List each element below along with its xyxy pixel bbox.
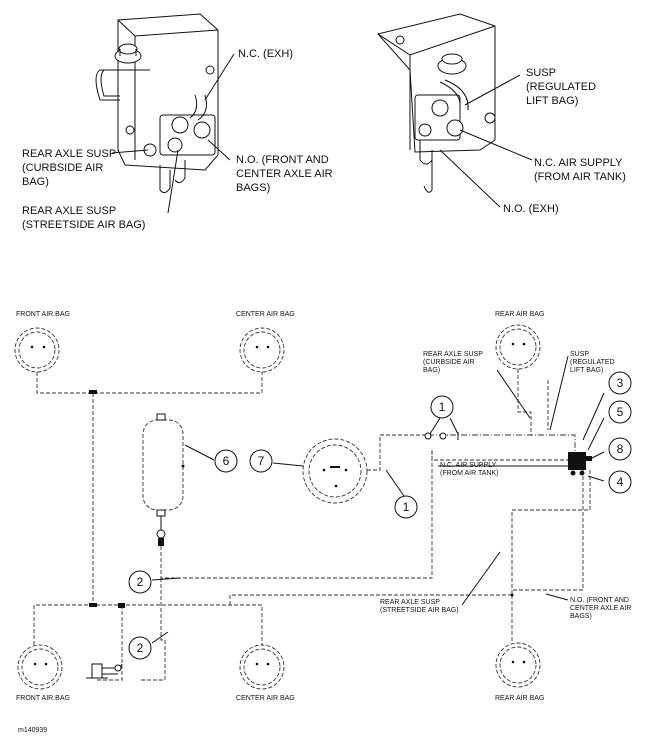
- control-valve: [568, 452, 592, 476]
- leader-2a: [151, 577, 181, 581]
- svg-text:(CURBSIDE AIR: (CURBSIDE AIR: [423, 359, 475, 366]
- nc-air-supply-label-right: N.C. AIR SUPPLY (FROM AIR TANK): [534, 157, 626, 183]
- leader-1b: [385, 469, 405, 497]
- leader-2b: [151, 631, 169, 644]
- nc-exh-label-left: N.C. (EXH): [238, 48, 293, 60]
- svg-text:REAR AXLE SUSP: REAR AXLE SUSP: [380, 599, 440, 606]
- svg-text:REAR AXLE SUSP: REAR AXLE SUSP: [22, 148, 116, 160]
- rear-air-bag-bottom: [495, 642, 541, 688]
- leader-8: [587, 451, 605, 461]
- center-air-bag-top-label: CENTER AIR BAG: [236, 311, 295, 318]
- svg-text:CENTER AXLE AIR: CENTER AXLE AIR: [570, 605, 631, 612]
- rear-curbside-label-schematic: REAR AXLE SUSP (CURBSIDE AIR BAG): [423, 351, 483, 374]
- callout-8: 8: [608, 437, 632, 461]
- svg-text:LIFT BAG): LIFT BAG): [570, 367, 603, 374]
- rear-curbside-label-left: REAR AXLE SUSP (CURBSIDE AIR BAG): [22, 148, 116, 188]
- svg-text:(FROM AIR TANK): (FROM AIR TANK): [534, 171, 626, 183]
- rear-air-bag-bottom-label: REAR AIR BAG: [495, 695, 544, 702]
- svg-text:SUSP: SUSP: [526, 67, 556, 79]
- leader-rear-curb: [496, 369, 531, 419]
- callout-4: 4: [608, 470, 632, 494]
- svg-text:CENTER AXLE AIR: CENTER AXLE AIR: [236, 168, 333, 180]
- svg-text:BAGS): BAGS): [236, 182, 270, 194]
- svg-text:LIFT BAG): LIFT BAG): [526, 95, 578, 107]
- svg-text:1: 1: [439, 400, 446, 414]
- nc-air-supply-label-schematic: N.C. AIR SUPPLY (FROM AIR TANK): [440, 462, 498, 477]
- svg-text:1: 1: [403, 500, 410, 514]
- figure-id: m140939: [18, 727, 47, 734]
- no-front-center-label-left: N.O. (FRONT AND CENTER AXLE AIR BAGS): [236, 154, 333, 194]
- svg-text:(REGULATED: (REGULATED: [526, 81, 596, 93]
- leader-3: [582, 392, 605, 441]
- air-line-front-center-top: [36, 372, 263, 605]
- rear-air-bag-top: [495, 324, 541, 370]
- callout-3: 3: [608, 371, 632, 395]
- svg-text:BAGS): BAGS): [570, 613, 592, 620]
- air-spring-chamber: [302, 434, 428, 504]
- svg-text:4: 4: [617, 475, 624, 489]
- leader-4: [587, 475, 605, 482]
- svg-text:REAR AXLE SUSP: REAR AXLE SUSP: [22, 205, 116, 217]
- svg-text:REAR AXLE SUSP: REAR AXLE SUSP: [423, 351, 483, 358]
- leader-susp: [549, 355, 569, 431]
- front-air-bag-top-label: FRONT AIR BAG: [16, 311, 70, 318]
- susp-label-schematic: SUSP (REGULATED LIFT BAG): [570, 351, 615, 374]
- center-air-bag-bottom-label: CENTER AIR BAG: [236, 695, 295, 702]
- center-air-bag-top: [239, 327, 285, 373]
- leader-1a: [429, 417, 459, 435]
- air-line-front-center-bottom: [33, 593, 514, 681]
- svg-text:(FROM AIR TANK): (FROM AIR TANK): [440, 470, 498, 477]
- callout-6: 6: [214, 449, 238, 473]
- svg-text:(CURBSIDE AIR: (CURBSIDE AIR: [22, 162, 103, 174]
- front-air-bag-top: [14, 327, 60, 373]
- callout-1a: 1: [430, 395, 454, 419]
- svg-text:2: 2: [137, 575, 144, 589]
- air-tank: [142, 413, 433, 641]
- callout-2a: 2: [128, 570, 152, 594]
- susp-label-right: SUSP (REGULATED LIFT BAG): [526, 67, 596, 107]
- callout-2b: 2: [128, 636, 152, 660]
- callout-5: 5: [608, 400, 632, 424]
- svg-text:2: 2: [137, 641, 144, 655]
- rear-streetside-label-schematic: REAR AXLE SUSP (STREETSIDE AIR BAG): [380, 599, 459, 614]
- svg-text:8: 8: [617, 442, 624, 456]
- svg-text:(REGULATED: (REGULATED: [570, 359, 615, 366]
- center-air-bag-bottom: [239, 644, 285, 690]
- svg-text:BAG): BAG): [423, 367, 440, 374]
- svg-text:N.C. AIR SUPPLY: N.C. AIR SUPPLY: [534, 157, 623, 169]
- svg-text:BAG): BAG): [22, 176, 49, 188]
- no-front-center-label-schematic: N.O. (FRONT AND CENTER AXLE AIR BAGS): [570, 597, 631, 620]
- air-line-supply: [424, 432, 576, 461]
- no-exh-label-right: N.O. (EXH): [503, 203, 559, 215]
- leader-5: [587, 417, 605, 451]
- callout-7: 7: [249, 449, 273, 473]
- svg-text:5: 5: [617, 405, 624, 419]
- svg-text:7: 7: [258, 454, 265, 468]
- leader-6: [184, 444, 215, 461]
- valve-illustration-right: [377, 13, 533, 208]
- leveling-valve-lower: [86, 663, 123, 679]
- valve-illustration-left: [95, 13, 235, 214]
- svg-text:(STREETSIDE AIR BAG): (STREETSIDE AIR BAG): [22, 219, 145, 231]
- svg-text:N.C. AIR SUPPLY: N.C. AIR SUPPLY: [440, 462, 497, 469]
- svg-text:N.O. (FRONT AND: N.O. (FRONT AND: [236, 154, 329, 166]
- svg-text:(STREETSIDE AIR BAG): (STREETSIDE AIR BAG): [380, 607, 459, 614]
- front-air-bag-bottom-label: FRONT AIR BAG: [16, 695, 70, 702]
- leader-rear-street: [461, 551, 501, 606]
- callout-1b: 1: [394, 495, 418, 519]
- air-line-rear: [511, 369, 591, 595]
- leader-7: [272, 462, 304, 467]
- rear-air-bag-top-label: REAR AIR BAG: [495, 311, 544, 318]
- svg-text:3: 3: [617, 376, 624, 390]
- rear-streetside-label-left: REAR AXLE SUSP (STREETSIDE AIR BAG): [22, 205, 145, 231]
- svg-text:6: 6: [223, 454, 230, 468]
- front-air-bag-bottom: [17, 644, 63, 690]
- svg-text:N.O. (FRONT AND: N.O. (FRONT AND: [570, 597, 629, 604]
- leader-no-front: [545, 593, 569, 601]
- svg-text:SUSP: SUSP: [570, 351, 589, 358]
